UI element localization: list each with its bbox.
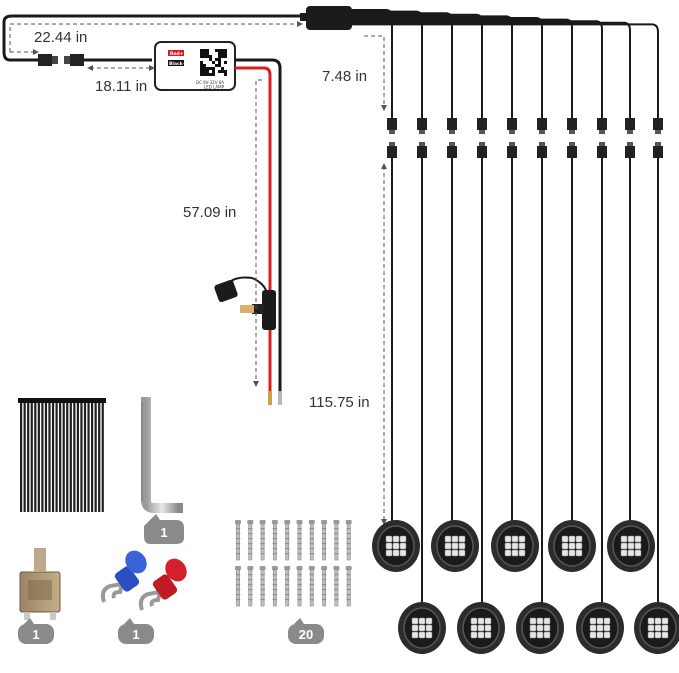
screw — [271, 566, 278, 607]
zip-ties-bundle — [18, 398, 106, 512]
screw — [333, 520, 340, 561]
screw — [284, 520, 291, 561]
screw — [296, 520, 303, 561]
fuse-qty-badge: 1 — [18, 618, 54, 644]
led-pods — [372, 158, 679, 654]
screw — [259, 566, 266, 607]
screw — [296, 566, 303, 607]
connector-pair — [597, 118, 607, 158]
dim-controller-lead: 18.11 in — [95, 78, 147, 95]
hex-key — [141, 397, 183, 513]
connector-pair — [537, 118, 547, 158]
connector-pair — [567, 118, 577, 158]
controller-model: LED LAMP — [204, 85, 225, 90]
power-wires — [235, 58, 282, 405]
screw — [345, 520, 352, 561]
screws-qty-badge: 20 — [288, 618, 324, 644]
qr-code-icon — [199, 48, 227, 76]
led-pod — [398, 158, 446, 654]
terminals-qty-badge: 1 — [118, 618, 154, 644]
screw — [259, 520, 266, 561]
main-cable — [2, 14, 310, 66]
screw — [321, 566, 328, 607]
screw — [345, 566, 352, 607]
led-pod — [516, 158, 564, 654]
screw — [235, 520, 241, 561]
splitter-hub — [300, 6, 352, 30]
controller-black-label: Black− — [169, 61, 187, 67]
screw — [308, 566, 315, 607]
dim-main-cable: 22.44 in — [34, 29, 87, 46]
led-pod — [431, 158, 479, 572]
fuse-holder — [214, 276, 276, 330]
controller-spec: DC 9V-32V 6A — [196, 80, 224, 85]
fuse-qty: 1 — [32, 627, 39, 642]
connector-pair — [447, 118, 457, 158]
screw — [271, 520, 278, 561]
connector-pair — [417, 118, 427, 158]
screw — [333, 566, 340, 607]
led-pod — [491, 158, 539, 572]
led-pod — [634, 158, 679, 654]
led-pod — [372, 158, 420, 572]
screw — [308, 520, 315, 561]
hex-key-qty-badge: 1 — [144, 514, 184, 544]
branch-wires — [352, 9, 659, 118]
hex-key-qty: 1 — [160, 525, 167, 540]
dim-power-cable: 57.09 in — [183, 204, 236, 221]
controller-red-label: Red+ — [170, 51, 184, 57]
controller-box: Red+ Black− DC 9V-32V 6A LED LAMP — [154, 41, 236, 91]
connector-pair — [387, 118, 397, 158]
led-pod — [548, 158, 596, 572]
screw — [247, 520, 254, 561]
connector-pair — [477, 118, 487, 158]
led-pod — [576, 158, 624, 654]
spade-terminals — [100, 550, 187, 611]
blade-fuse — [19, 548, 61, 620]
led-pod — [457, 158, 505, 654]
dim-extension-cable: 115.75 in — [309, 394, 370, 411]
branch-connectors — [387, 118, 663, 158]
connector-pair — [625, 118, 635, 158]
dimension-lines — [9, 21, 387, 525]
dim-branch-lead: 7.48 in — [322, 68, 367, 85]
screw — [235, 566, 241, 607]
connector-pair — [507, 118, 517, 158]
terminals-qty: 1 — [132, 627, 139, 642]
screw — [284, 566, 291, 607]
screw — [247, 566, 254, 607]
dimension-labels: 22.44 in 18.11 in 7.48 in 57.09 in 115.7… — [34, 29, 370, 411]
screws-qty: 20 — [299, 627, 313, 642]
led-pod — [607, 158, 655, 572]
connector-pair — [653, 118, 663, 158]
screws-set — [235, 520, 352, 607]
screw — [321, 520, 328, 561]
